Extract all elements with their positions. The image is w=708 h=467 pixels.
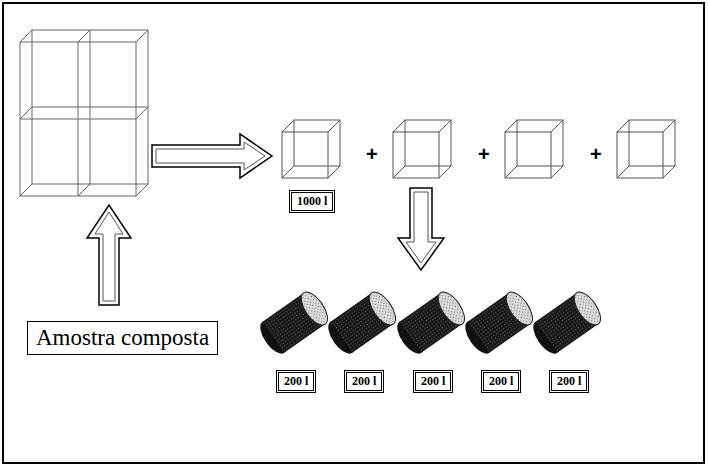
- hollow-arrow-up: [87, 205, 131, 305]
- volume-box: 200 l: [549, 370, 589, 393]
- sample-label-box: Amostra composta: [27, 321, 218, 355]
- volume-box: 200 l: [344, 370, 384, 393]
- cube: [505, 120, 563, 178]
- volume-label: 200 l: [284, 374, 308, 389]
- composite-grid: [20, 30, 148, 196]
- volume-box: 200 l: [481, 370, 521, 393]
- volume-label: 200 l: [557, 374, 581, 389]
- cube: [393, 120, 451, 178]
- drum: [255, 288, 332, 358]
- cube: [617, 120, 675, 178]
- plus-sign: +: [590, 144, 602, 164]
- drum: [323, 288, 400, 358]
- volume-label: 200 l: [489, 374, 513, 389]
- sample-label: Amostra composta: [36, 325, 209, 351]
- volume-label: 1000 l: [297, 194, 327, 209]
- volume-label: 200 l: [421, 374, 445, 389]
- volume-label: 200 l: [352, 374, 376, 389]
- plus-sign: +: [478, 144, 490, 164]
- frame: [3, 3, 704, 463]
- cube: [282, 120, 340, 178]
- drum: [460, 288, 537, 358]
- plus-sign: +: [366, 144, 378, 164]
- volume-box: 1000 l: [289, 190, 335, 213]
- volume-box: 200 l: [276, 370, 316, 393]
- hollow-arrow-down: [398, 188, 444, 270]
- drum: [528, 288, 605, 358]
- drum: [392, 288, 469, 358]
- hollow-arrow-right: [152, 134, 272, 178]
- volume-box: 200 l: [413, 370, 453, 393]
